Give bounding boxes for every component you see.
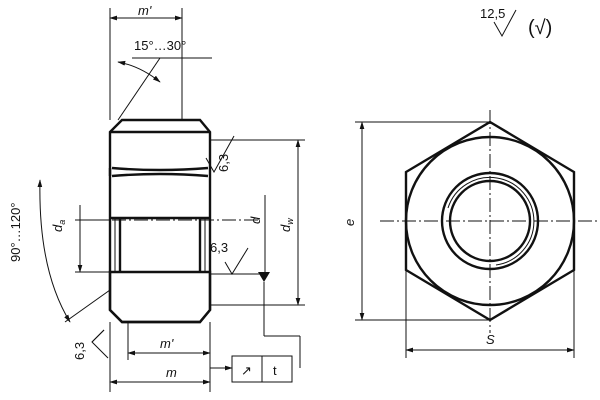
roughness-bore-label: 6,3 <box>210 240 228 255</box>
roughness-bottom-label: 6,3 <box>72 342 87 360</box>
dim-e: e <box>342 121 490 321</box>
surface-finish-value: 12,5 <box>480 6 505 21</box>
m-prime-bottom-label: m' <box>160 336 174 351</box>
datum-letter: t <box>273 363 277 378</box>
s-label: S <box>486 332 495 347</box>
roughness-chamfer-label: 6,3 <box>216 154 231 172</box>
m-label: m <box>166 365 177 380</box>
section-hatch <box>108 270 212 324</box>
roughness-chamfer: 6,3 <box>205 135 235 174</box>
d-label: d <box>248 216 263 224</box>
d-a-subscript: a <box>57 220 67 225</box>
surface-finish-paren: (√) <box>528 17 552 39</box>
d-w-subscript: w <box>285 218 295 225</box>
countersink-angle-label: 90°…120° <box>8 202 23 262</box>
datum-triangle <box>258 272 270 282</box>
e-label: e <box>342 219 357 226</box>
side-view <box>90 118 260 324</box>
countersink-angle-annotation: 90°…120° <box>8 179 111 323</box>
m-prime-top-label: m' <box>138 3 152 18</box>
tolerance-frame: ↗ t <box>210 355 293 383</box>
dim-bottom: m' m <box>109 322 211 392</box>
dim-d-a: da <box>50 205 110 273</box>
svg-text:dw: dw <box>278 218 295 232</box>
chamfer-angle-label: 15°…30° <box>134 38 186 53</box>
svg-text:da: da <box>50 220 67 232</box>
roughness-bore: 6,3 <box>210 240 301 368</box>
plan-view <box>380 110 600 333</box>
roughness-bottom-left: 6,3 <box>72 329 109 360</box>
nut-side-outline <box>108 118 212 324</box>
chamfer-angle-annotation: 15°…30° <box>117 38 212 121</box>
runout-symbol: ↗ <box>241 363 252 378</box>
dim-m-prime-top: m' <box>109 3 183 120</box>
d-w-label: d <box>278 224 293 232</box>
dim-s: S <box>405 270 575 358</box>
surface-finish-symbol: 12,5 (√) <box>480 6 552 39</box>
dim-d-w: dw <box>210 139 305 306</box>
dim-d: d <box>248 195 266 272</box>
